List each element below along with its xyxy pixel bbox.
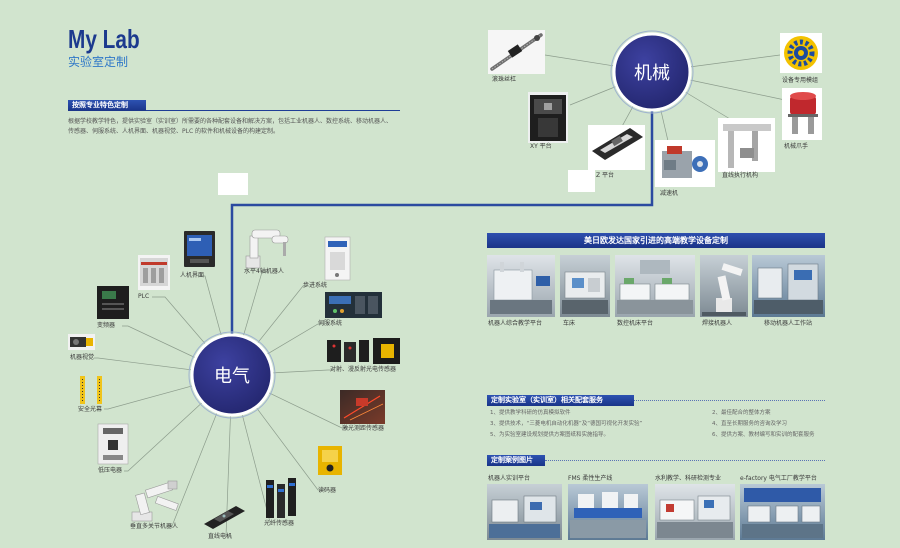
z-stage-image (588, 125, 645, 170)
imported-photo-label: 车床 (563, 320, 576, 327)
mechanical-label-gear-logo: 设备专用模组 (782, 77, 819, 84)
case-photo-e-factory (740, 484, 825, 540)
electrical-label-vision: 机器视觉 (70, 354, 95, 361)
electrical-label-scara-robot: 水平4轴机器人 (244, 268, 284, 275)
service-item: 5、为实验室建设规划提供方案图纸和实施指导。 (490, 432, 610, 438)
services-divider (634, 400, 825, 401)
gripper-image (782, 88, 822, 140)
electrical-label-fiber-sensor: 光纤传感器 (264, 520, 295, 527)
electrical-label-laser-sensor: 激光测距传感器 (342, 425, 385, 432)
mechanical-label-linear-actuator: 直线执行机构 (722, 172, 759, 179)
electrical-label-light-curtain: 安全光幕 (78, 406, 103, 413)
electrical-label-code-reader: 读码器 (318, 487, 337, 494)
plc-module-image (138, 255, 170, 290)
electrical-label-plc: PLC (138, 293, 150, 300)
electrical-label-hmi: 人机界面 (180, 272, 205, 279)
intro-rule (146, 110, 400, 111)
intro-line-2: 传感器、伺服系统、人机界面、机器视觉、PLC 的软件和机械设备的构建定制。 (68, 128, 280, 135)
services-heading: 定制实验室（实训室）相关配套服务 (487, 395, 634, 406)
cases-heading: 定制案例图片 (487, 455, 545, 466)
blank-box (568, 170, 595, 192)
electrical-label-servo: 伺服系统 (318, 320, 343, 327)
photo-robot-teaching-platform (487, 255, 555, 317)
linear-motor-image (204, 506, 245, 529)
inverter-image (97, 286, 129, 319)
photoelectric-sensor-image (327, 338, 400, 364)
fiber-sensor-image (266, 478, 296, 518)
reducer-image (655, 140, 715, 187)
mechanical-hub-label: 机械 (634, 63, 670, 84)
light-curtain-image (80, 376, 102, 404)
photo-welding-robot (700, 255, 748, 317)
servo-system-image (325, 292, 382, 318)
mechanical-label-xy-stage: XY 平台 (530, 143, 552, 150)
code-reader-image (318, 446, 342, 475)
case-photo-label: e-factory 电气工厂教学平台 (740, 475, 817, 482)
electrical-label-articulated-robot: 垂直多关节机器人 (130, 523, 179, 530)
service-item: 1、提供教学科研的仿真模拟软件 (490, 410, 571, 416)
linear-actuator-image (718, 118, 775, 172)
articulated-robot-image (131, 480, 179, 522)
circuit-breaker-image (97, 423, 129, 465)
stepper-system-image (324, 236, 351, 281)
service-item: 3、提供技术，“三菱电机自动化机器”及“德国可视化开发实验” (490, 421, 643, 427)
case-photo-label: 机器人实训平台 (488, 475, 531, 482)
service-item: 4、直至长期服务的咨询及学习 (712, 421, 788, 427)
photo-lathe (560, 255, 610, 317)
imported-equipment-banner: 美日欧发达国家引进的高端教学设备定制 (487, 233, 825, 248)
case-photo-label: 水利教学、科研检测专业 (655, 475, 722, 482)
case-photo-hydraulic-lab (655, 484, 735, 540)
electrical-hub-label: 电气 (214, 366, 250, 387)
ball-screw-image (488, 30, 545, 74)
mechanical-hub: 机械 (610, 30, 694, 114)
mechanical-label-z-stage: Z 平台 (596, 172, 615, 179)
mechanical-label-ball-screw: 滚珠丝杠 (492, 76, 517, 83)
hub-connector-line (230, 110, 654, 336)
case-photo-robot-training (487, 484, 562, 540)
page-subtitle: 实验室定制 (68, 55, 129, 69)
imported-photo-label: 焊接机器人 (702, 320, 733, 327)
intro-line-1: 根据学校教学特色，提供实验室（实训室）所需要的各种配套设备和解决方案，包括工业机… (68, 118, 393, 125)
imported-photo-label: 机器人综合教学平台 (488, 320, 543, 327)
vision-camera-image (68, 334, 95, 350)
laser-sensor-image (340, 390, 385, 424)
mechanical-label-gripper: 机械爪手 (784, 143, 809, 150)
page-title: My Lab (68, 24, 140, 54)
electrical-hub: 电气 (188, 331, 276, 419)
gear-logo-image (780, 33, 822, 73)
electrical-label-inverter: 变频器 (97, 322, 116, 329)
case-photo-fms-line (568, 484, 648, 540)
electrical-label-photoelectric-sensor: 对射、漫反射光电传感器 (330, 366, 397, 373)
cases-divider (545, 460, 825, 461)
scara-robot-image (245, 229, 289, 269)
imported-photo-label: 移动机器人工作站 (764, 320, 813, 327)
photo-mobile-robot-station (752, 255, 825, 317)
hmi-panel-image (184, 231, 215, 267)
electrical-label-stepper: 步进系统 (303, 282, 328, 289)
service-item: 2、最佳配合的整体方案 (712, 410, 771, 416)
service-item: 6、提供方案、教材编写和实训的配套服务 (712, 432, 815, 438)
photo-cnc-platform (615, 255, 695, 317)
xy-stage-image (528, 92, 568, 143)
electrical-label-breaker: 低压电器 (98, 467, 123, 474)
mechanical-label-reducer: 减速机 (660, 190, 679, 197)
blank-box (218, 173, 248, 195)
case-photo-label: FMS 柔性生产线 (568, 475, 613, 482)
electrical-label-linear-motor: 直线电机 (208, 533, 233, 540)
intro-heading: 按照专业特色定制 (68, 100, 146, 111)
imported-photo-label: 数控机床平台 (617, 320, 654, 327)
